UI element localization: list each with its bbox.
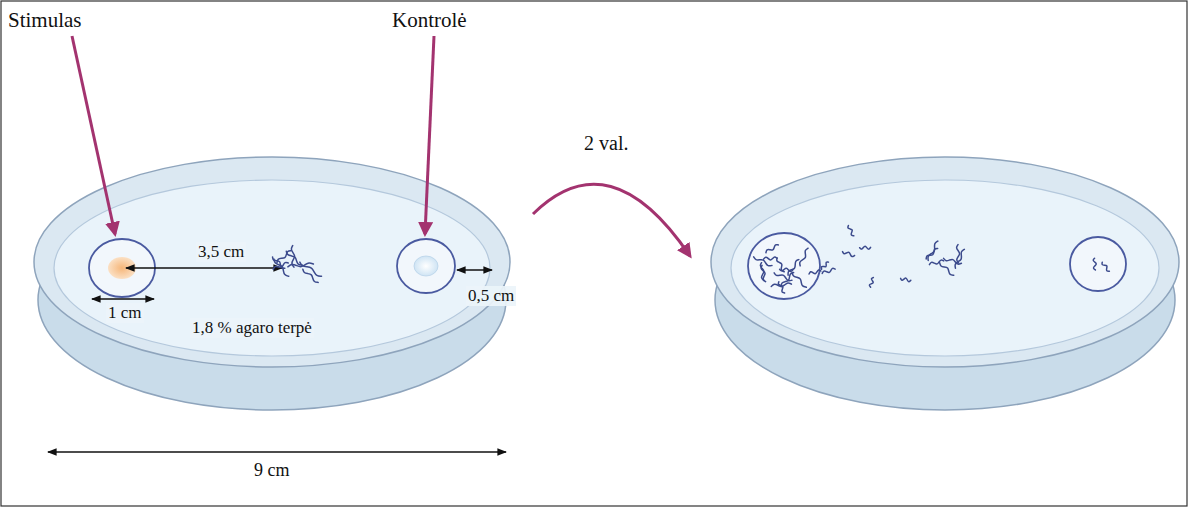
dimension-label: 0,5 cm bbox=[466, 286, 516, 306]
worm bbox=[1102, 262, 1109, 271]
dimension-label: 1 cm bbox=[106, 303, 144, 323]
dimension-arrow bbox=[457, 269, 492, 271]
worm bbox=[869, 278, 873, 288]
agar-surface bbox=[54, 180, 490, 356]
leader-arrow bbox=[72, 36, 115, 234]
worm bbox=[1093, 258, 1096, 270]
worm bbox=[901, 278, 911, 282]
worm bbox=[928, 241, 938, 260]
worms bbox=[273, 225, 1110, 293]
worm bbox=[303, 269, 318, 282]
dimension-label: 3,5 cm bbox=[196, 242, 246, 262]
worm bbox=[754, 257, 772, 266]
worm bbox=[957, 245, 960, 263]
worm bbox=[809, 270, 821, 274]
worm bbox=[764, 257, 777, 260]
control-zone bbox=[1070, 237, 1126, 291]
worm bbox=[277, 251, 291, 263]
worm bbox=[860, 246, 871, 249]
worm bbox=[940, 263, 954, 275]
dimension-label: 9 cm bbox=[254, 460, 290, 481]
medium-label: 1,8 % agaro terpė bbox=[190, 318, 314, 338]
agar-surface bbox=[731, 180, 1159, 356]
worm bbox=[766, 245, 778, 253]
time-arrow bbox=[533, 184, 690, 256]
worm bbox=[780, 268, 793, 271]
control-drop bbox=[414, 256, 438, 276]
worm bbox=[929, 260, 943, 265]
worm bbox=[788, 260, 799, 276]
dimension-arrow bbox=[92, 298, 154, 300]
worm bbox=[800, 248, 808, 266]
control-label: Kontrolė bbox=[392, 8, 467, 32]
petri-dish-after bbox=[711, 157, 1179, 410]
stimulus-label: Stimulas bbox=[8, 8, 82, 32]
stimulus-zone bbox=[748, 233, 820, 299]
worm bbox=[760, 263, 763, 281]
worm bbox=[821, 262, 828, 269]
control-zone bbox=[397, 239, 455, 293]
dish-rim bbox=[711, 157, 1179, 367]
worm bbox=[822, 268, 835, 273]
worm bbox=[778, 282, 784, 293]
worm bbox=[848, 225, 854, 235]
worm bbox=[274, 259, 289, 276]
worm bbox=[792, 272, 806, 287]
dimension-arrow bbox=[48, 451, 506, 453]
worm bbox=[843, 252, 855, 257]
leader-arrow bbox=[425, 36, 434, 234]
time-label: 2 val. bbox=[584, 132, 628, 155]
dimension-arrow bbox=[126, 267, 282, 269]
